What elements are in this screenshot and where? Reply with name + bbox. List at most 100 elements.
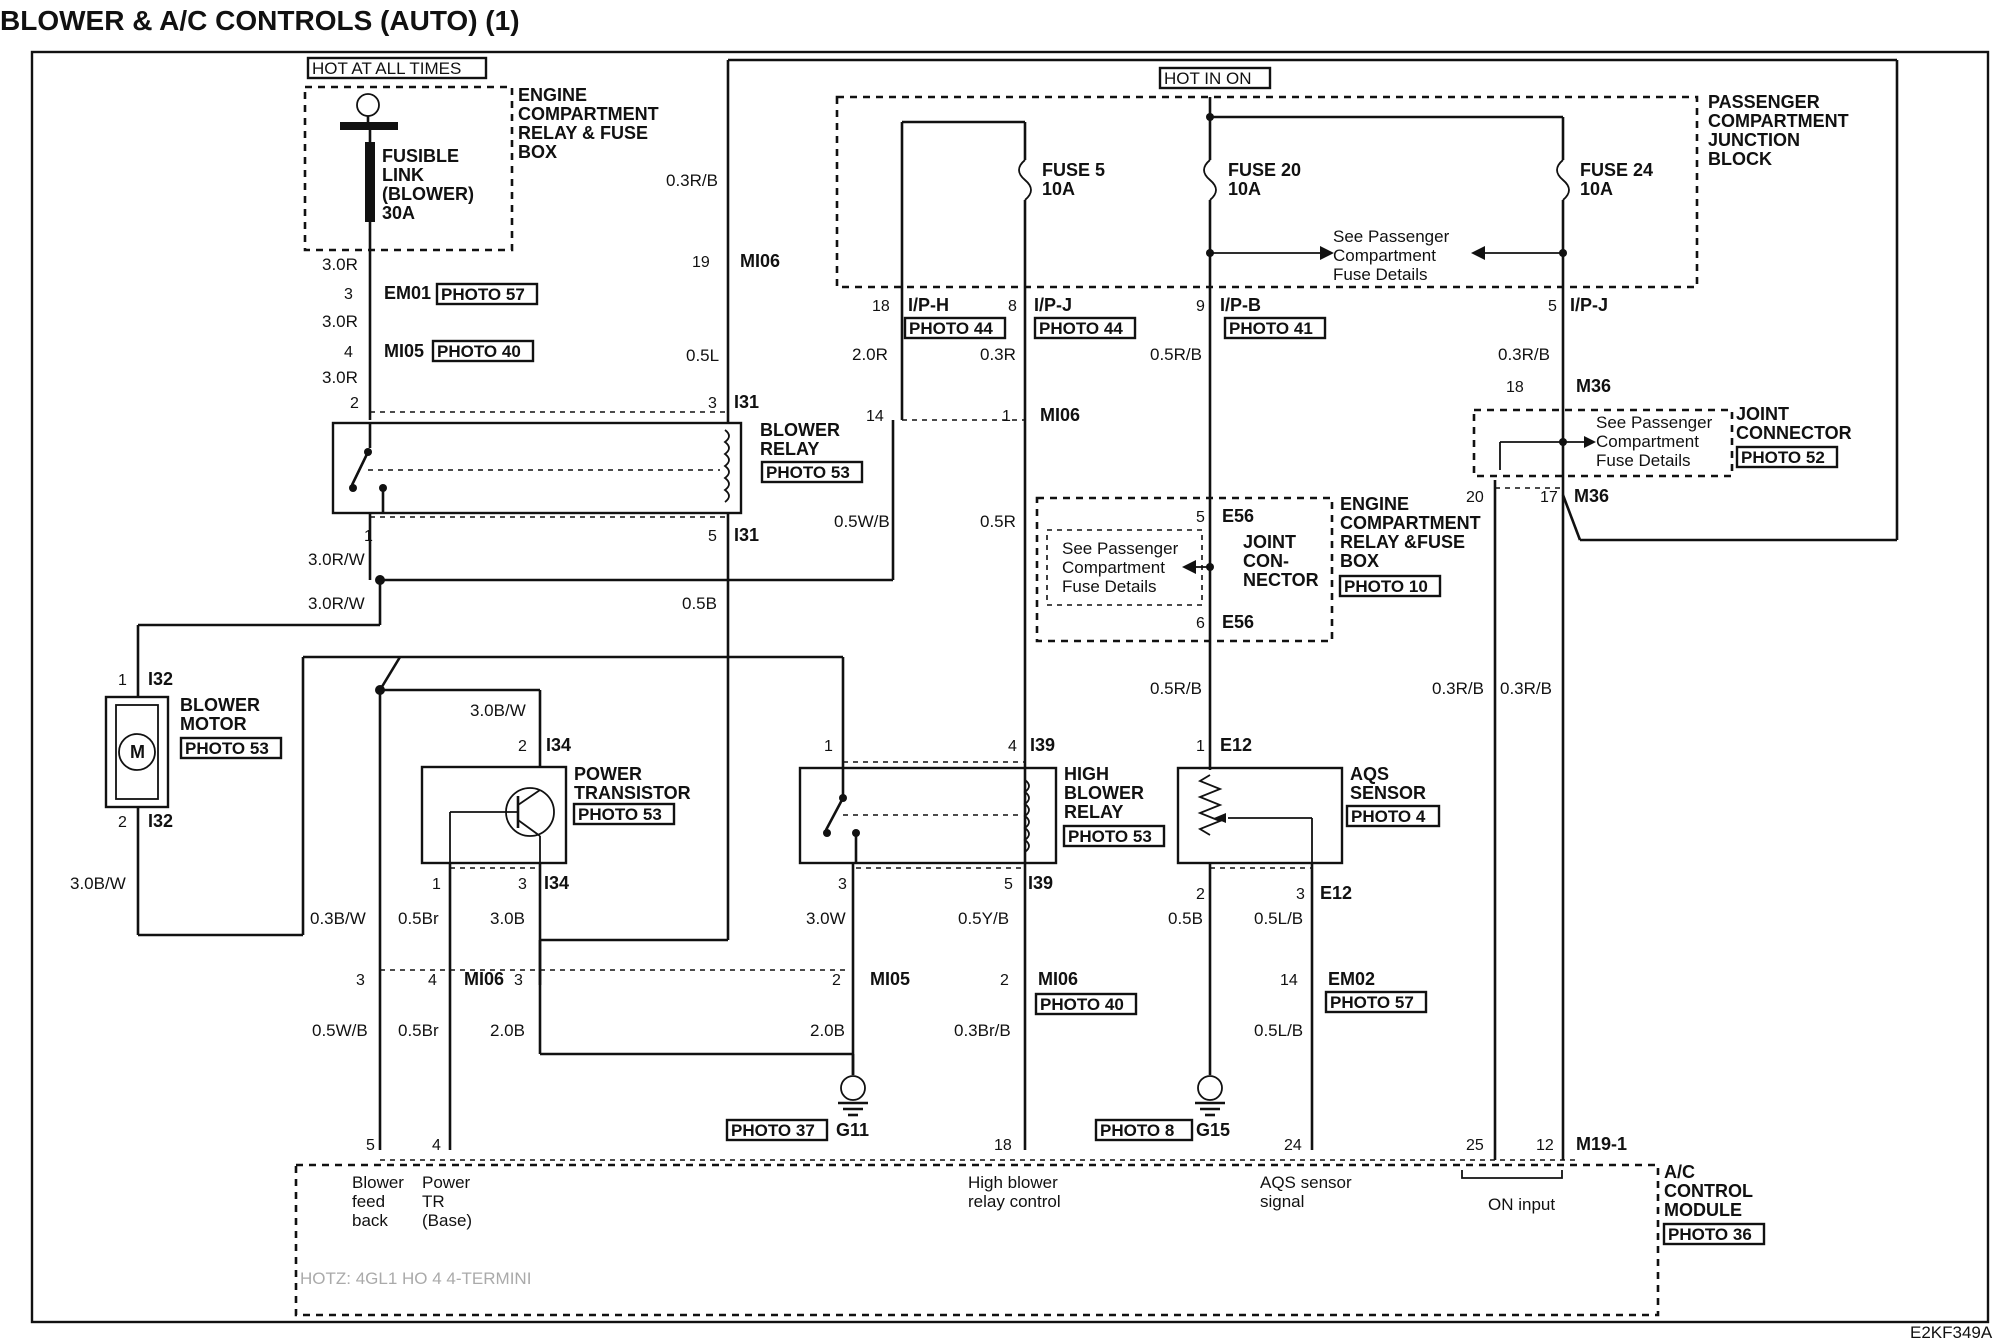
svg-text:relay control: relay control — [968, 1192, 1061, 1211]
svg-text:3: 3 — [514, 972, 523, 989]
svg-text:I/P-J: I/P-J — [1570, 295, 1608, 315]
fuse-20-label: FUSE 20 10A — [1228, 160, 1301, 199]
svg-text:(Base): (Base) — [422, 1211, 472, 1230]
svg-text:3.0B/W: 3.0B/W — [470, 701, 526, 720]
svg-text:0.3Br/B: 0.3Br/B — [954, 1021, 1011, 1040]
svg-text:5: 5 — [1548, 298, 1557, 315]
engine-box-mid-label: ENGINE COMPARTMENT RELAY &FUSE BOX — [1340, 494, 1481, 571]
svg-text:Compartment: Compartment — [1596, 432, 1699, 451]
svg-text:2.0B: 2.0B — [490, 1021, 525, 1040]
svg-text:E56: E56 — [1222, 612, 1254, 632]
pin-high-blower-relay-control: High blower relay control — [968, 1173, 1061, 1211]
svg-text:0.5L: 0.5L — [686, 346, 719, 365]
pin-aqs-sensor-signal: AQS sensor signal — [1260, 1173, 1352, 1211]
svg-text:CONNECTOR: CONNECTOR — [1736, 423, 1852, 443]
svg-text:10A: 10A — [1228, 179, 1261, 199]
high-blower-relay-label: HIGH BLOWER RELAY — [1064, 764, 1144, 822]
svg-text:POWER: POWER — [574, 764, 642, 784]
svg-text:G11: G11 — [836, 1120, 869, 1140]
svg-text:0.3R/B: 0.3R/B — [666, 171, 718, 190]
svg-text:0.3R/B: 0.3R/B — [1500, 679, 1552, 698]
svg-text:8: 8 — [1008, 298, 1017, 315]
svg-text:M19-1: M19-1 — [1576, 1134, 1627, 1154]
svg-text:BLOWER: BLOWER — [1064, 783, 1144, 803]
svg-text:0.5Br: 0.5Br — [398, 1021, 439, 1040]
high-blower-relay-coil-icon — [1023, 779, 1030, 853]
svg-text:I/P-B: I/P-B — [1220, 295, 1261, 315]
svg-text:3: 3 — [1296, 886, 1305, 903]
figure-code: E2KF349A — [1910, 1323, 1993, 1342]
svg-text:RELAY: RELAY — [760, 439, 819, 459]
svg-text:FUSE 5: FUSE 5 — [1042, 160, 1105, 180]
ac-control-module-label: A/C CONTROL MODULE — [1664, 1162, 1753, 1220]
svg-text:PHOTO 36: PHOTO 36 — [1668, 1225, 1752, 1244]
svg-text:25: 25 — [1466, 1137, 1484, 1154]
svg-text:1: 1 — [364, 528, 373, 545]
svg-text:14: 14 — [1280, 972, 1298, 989]
svg-text:17: 17 — [1540, 489, 1558, 506]
svg-text:ENGINE: ENGINE — [518, 85, 587, 105]
hot-at-all-times-box — [306, 56, 488, 80]
engine-compartment-fuse-box-label: ENGINE COMPARTMENT RELAY & FUSE BOX — [518, 85, 659, 162]
svg-text:1: 1 — [432, 876, 441, 893]
svg-text:0.3R: 0.3R — [980, 345, 1016, 364]
svg-text:feed: feed — [352, 1192, 385, 1211]
svg-text:I34: I34 — [544, 873, 569, 893]
svg-text:0.3R/B: 0.3R/B — [1432, 679, 1484, 698]
passenger-junction-block-label: PASSENGER COMPARTMENT JUNCTION BLOCK — [1708, 92, 1849, 169]
svg-text:PHOTO 41: PHOTO 41 — [1229, 319, 1313, 338]
svg-text:1: 1 — [1196, 738, 1205, 755]
svg-text:2: 2 — [1000, 972, 1009, 989]
svg-text:PHOTO 4: PHOTO 4 — [1351, 807, 1426, 826]
svg-text:PHOTO 53: PHOTO 53 — [578, 805, 662, 824]
svg-text:I/P-J: I/P-J — [1034, 295, 1072, 315]
svg-text:0.3R/B: 0.3R/B — [1498, 345, 1550, 364]
svg-text:See Passenger: See Passenger — [1333, 227, 1450, 246]
svg-text:I32: I32 — [148, 669, 173, 689]
svg-text:0.5B: 0.5B — [682, 594, 717, 613]
svg-text:0.5Y/B: 0.5Y/B — [958, 909, 1009, 928]
svg-text:I31: I31 — [734, 525, 759, 545]
svg-text:3.0R/W: 3.0R/W — [308, 594, 365, 613]
fuse-5-icon — [1018, 159, 1032, 201]
svg-text:PHOTO 37: PHOTO 37 — [731, 1121, 815, 1140]
svg-text:0.5L/B: 0.5L/B — [1254, 1021, 1303, 1040]
fusible-link-icon — [365, 142, 375, 222]
svg-text:I34: I34 — [546, 735, 571, 755]
svg-text:Compartment: Compartment — [1333, 246, 1436, 265]
svg-text:See Passenger: See Passenger — [1062, 539, 1179, 558]
svg-text:MOTOR: MOTOR — [180, 714, 247, 734]
svg-text:FUSE 20: FUSE 20 — [1228, 160, 1301, 180]
svg-text:E12: E12 — [1220, 735, 1252, 755]
svg-text:12: 12 — [1536, 1137, 1554, 1154]
svg-text:See Passenger: See Passenger — [1596, 413, 1713, 432]
svg-text:24: 24 — [1284, 1137, 1302, 1154]
svg-text:I39: I39 — [1028, 873, 1053, 893]
blower-motor-label: BLOWER MOTOR — [180, 695, 260, 734]
svg-text:Fuse Details: Fuse Details — [1333, 265, 1427, 284]
fuse-5-label: FUSE 5 10A — [1042, 160, 1105, 199]
svg-text:M36: M36 — [1576, 376, 1611, 396]
svg-text:3: 3 — [518, 876, 527, 893]
svg-text:E56: E56 — [1222, 506, 1254, 526]
svg-text:NECTOR: NECTOR — [1243, 570, 1319, 590]
svg-text:2: 2 — [518, 738, 527, 755]
svg-text:1: 1 — [1002, 408, 1011, 425]
fuse-20-icon — [1203, 159, 1217, 201]
svg-text:0.3B/W: 0.3B/W — [310, 909, 366, 928]
svg-text:High blower: High blower — [968, 1173, 1058, 1192]
svg-text:LINK: LINK — [382, 165, 424, 185]
bus-bar-icon — [340, 122, 398, 130]
svg-text:0.5R: 0.5R — [980, 512, 1016, 531]
pjb-see-details-note: See Passenger Compartment Fuse Details — [1333, 227, 1450, 284]
svg-text:RELAY & FUSE: RELAY & FUSE — [518, 123, 648, 143]
svg-text:ENGINE: ENGINE — [1340, 494, 1409, 514]
hot-in-on-box — [1158, 66, 1272, 90]
svg-text:PHOTO 53: PHOTO 53 — [1068, 827, 1152, 846]
svg-text:3: 3 — [838, 876, 847, 893]
diagram-frame — [30, 50, 1990, 1324]
svg-text:6: 6 — [1196, 615, 1205, 632]
svg-text:CONTROL: CONTROL — [1664, 1181, 1753, 1201]
svg-text:0.5W/B: 0.5W/B — [834, 512, 890, 531]
svg-text:3.0W: 3.0W — [806, 909, 846, 928]
